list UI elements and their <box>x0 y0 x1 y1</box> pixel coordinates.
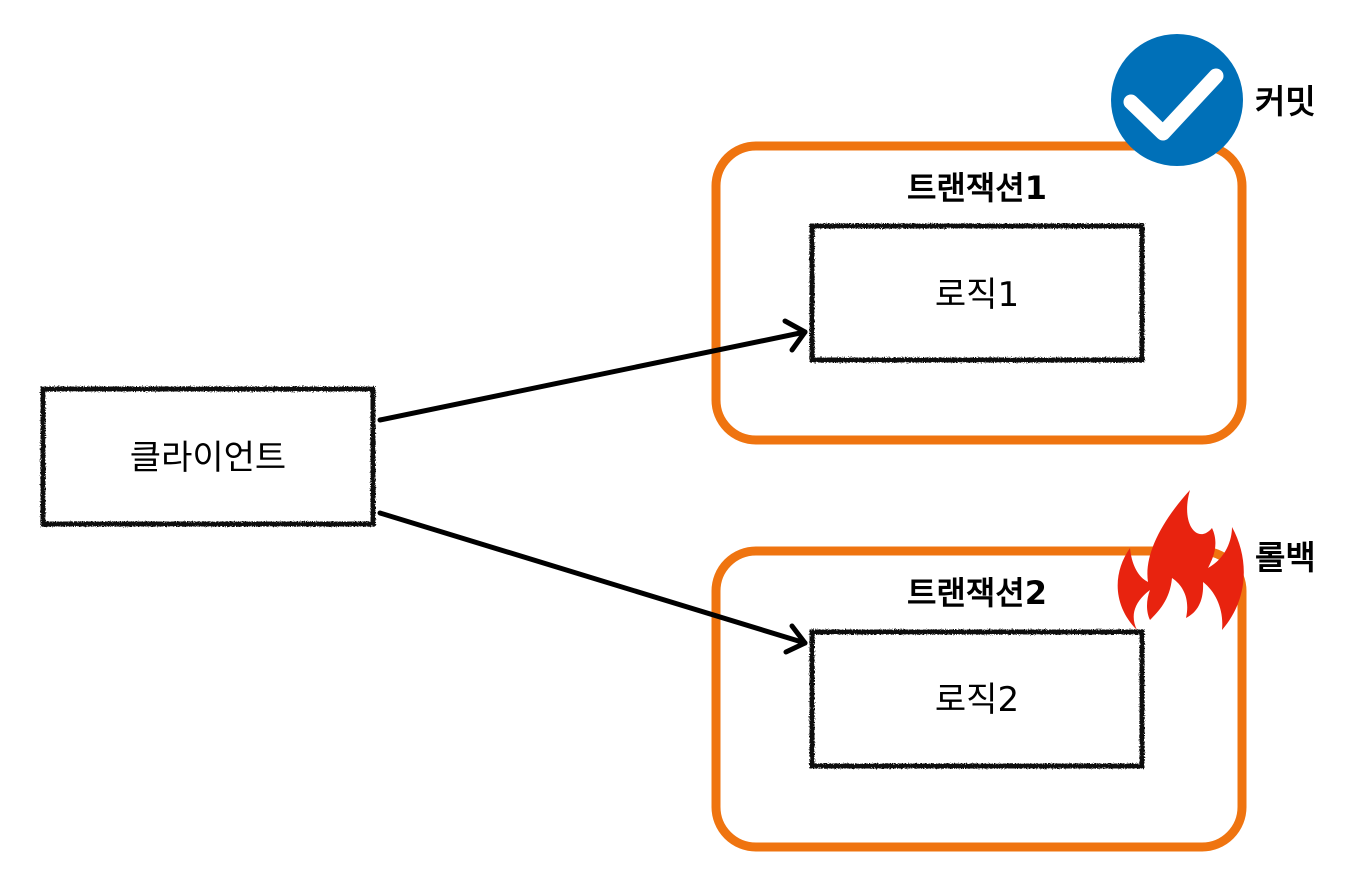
logic-2-box <box>809 629 1145 769</box>
commit-label: 커밋 <box>1255 82 1316 121</box>
transaction-1-title: 트랜잭션1 <box>907 169 1047 207</box>
client-label: 클라이언트 <box>130 438 286 478</box>
transaction-2: 트랜잭션2 로직2 <box>711 546 1247 852</box>
arrow-to-logic-2 <box>377 510 808 655</box>
commit-badge: 커밋 <box>1111 34 1316 166</box>
transaction-1: 트랜잭션1 로직1 <box>711 141 1247 445</box>
logic-2-label: 로직2 <box>935 680 1019 720</box>
client-box <box>40 386 376 527</box>
rollback-badge: 롤백 <box>1117 490 1316 630</box>
rollback-label: 롤백 <box>1255 538 1316 577</box>
arrow-to-logic-1 <box>377 318 808 423</box>
check-circle-icon <box>1111 34 1243 166</box>
fire-icon <box>1117 490 1244 630</box>
logic-1-label: 로직1 <box>935 275 1019 315</box>
checkmark-icon <box>1123 68 1224 141</box>
transaction-2-title: 트랜잭션2 <box>907 574 1047 612</box>
logic-1-box <box>809 223 1145 363</box>
transaction-2-border <box>711 546 1247 852</box>
transaction-1-border <box>711 141 1247 445</box>
client: 클라이언트 <box>40 386 376 527</box>
